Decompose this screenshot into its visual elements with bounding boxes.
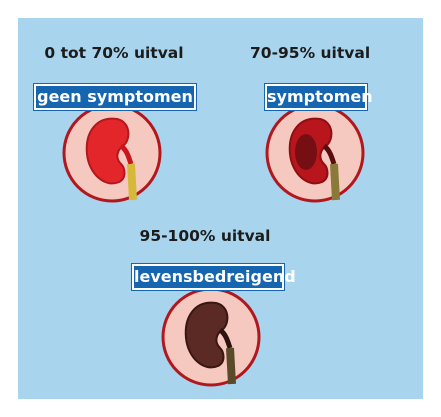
stage-2-kidney-illustration xyxy=(264,102,366,204)
stage-1-kidney-illustration xyxy=(61,102,163,204)
stage-2-damage xyxy=(295,134,317,170)
stage-2-ureter xyxy=(334,164,336,200)
stage-1-label: geen symptomen xyxy=(34,84,196,110)
stage-3-ureter xyxy=(230,348,232,384)
stage-2-label: symptomen xyxy=(265,84,367,110)
stage-2-title: 70-95% uitval xyxy=(250,44,370,62)
stage-1-ureter xyxy=(131,164,133,200)
stage-3-label: levensbedreigend xyxy=(132,264,284,290)
stage-3-title: 95-100% uitval xyxy=(135,227,275,245)
stage-3-kidney-illustration xyxy=(160,286,262,388)
stage-1-title: 0 tot 70% uitval xyxy=(34,44,194,62)
